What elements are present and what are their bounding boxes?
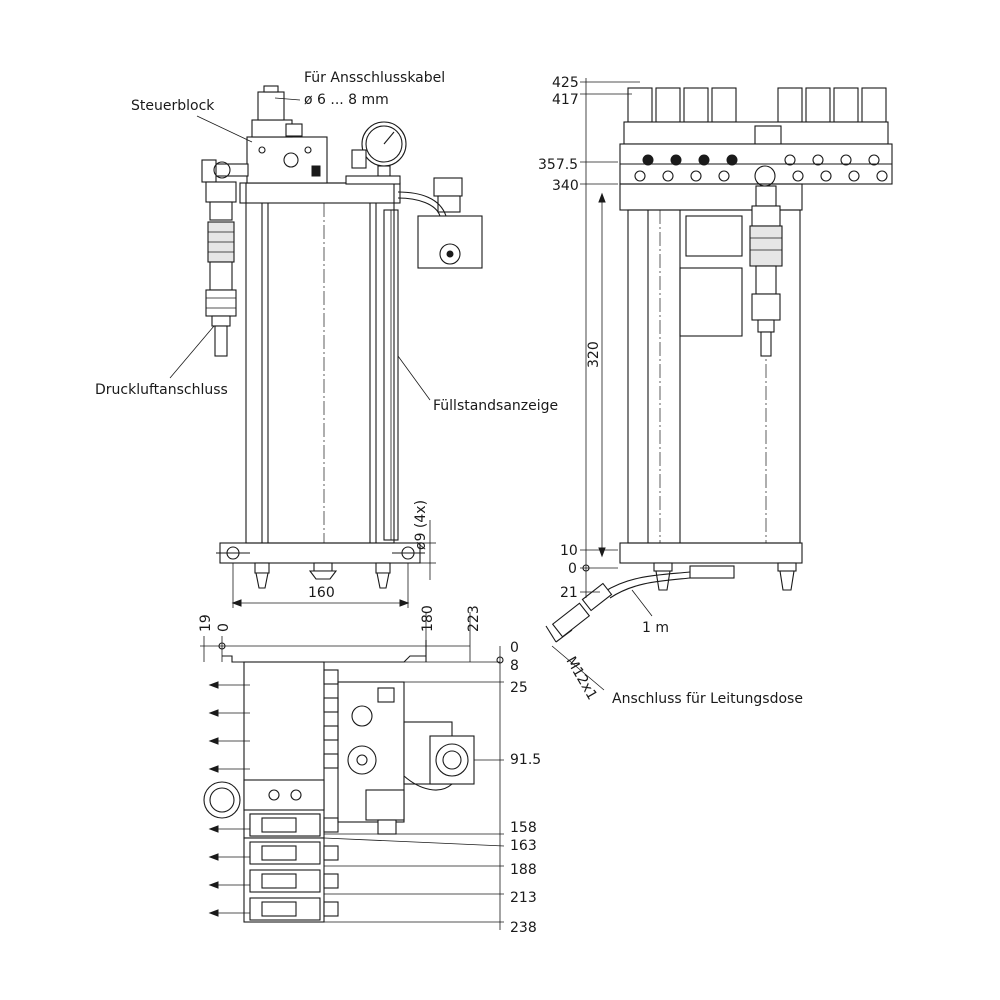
dim-417: 417 <box>552 92 579 108</box>
dim-160: 160 <box>308 585 335 601</box>
top-filter-regulator <box>365 721 475 835</box>
drain-plug <box>308 562 338 580</box>
label-steuerblock: Steuerblock <box>131 98 215 114</box>
pressure-gauge <box>345 121 407 185</box>
top-y-dims: 0 8 25 91.5 158 163 188 213 238 <box>323 640 541 936</box>
dim-y-0: 0 <box>510 640 519 656</box>
dim-bohrung: ø9 (4x) <box>413 500 429 550</box>
side-foot-right <box>779 570 795 591</box>
valve-manifold <box>619 143 893 187</box>
dim-x-19: 19 <box>198 614 214 632</box>
dim-21: 21 <box>560 585 578 601</box>
dim-x-180: 180 <box>420 605 436 632</box>
dim-y-25: 25 <box>510 680 528 696</box>
label-fuellstandsanzeige: Füllstandsanzeige <box>433 398 558 414</box>
side-height-dims: 425 417 357.5 340 320 10 0 21 <box>538 75 640 601</box>
front-foot-right <box>375 562 391 589</box>
label-kabeldurchmesser: ø 6 ... 8 mm <box>304 92 389 108</box>
dim-357-5: 357.5 <box>538 157 578 173</box>
hole-callout: ø9 (4x) <box>413 500 436 580</box>
outlet-arrows <box>208 681 250 917</box>
dim-y-91-5: 91.5 <box>510 752 541 768</box>
dim-x-0: 0 <box>216 623 232 632</box>
top-valve-fittings <box>323 669 339 917</box>
dim-y-163: 163 <box>510 838 537 854</box>
dim-340: 340 <box>552 178 579 194</box>
front-view: Steuerblock Für Ansschlusskabel ø 6 ... … <box>95 70 558 608</box>
dim-320: 320 <box>586 341 602 368</box>
label-kabel-laenge: 1 m <box>642 620 669 636</box>
dim-0: 0 <box>568 561 577 577</box>
dim-y-238: 238 <box>510 920 537 936</box>
side-air-fitting <box>749 185 783 357</box>
dim-x-223: 223 <box>466 605 482 632</box>
dim-10: 10 <box>560 543 578 559</box>
side-view: 425 417 357.5 340 320 10 0 21 1 m M12x1 … <box>538 75 893 707</box>
label-druckluftanschluss: Druckluftanschluss <box>95 382 228 398</box>
label-gewinde: M12x1 <box>563 654 600 703</box>
level-gauge-tube <box>383 209 399 541</box>
dim-y-213: 213 <box>510 890 537 906</box>
valve-row-top <box>623 87 889 145</box>
air-inlet-fitting <box>201 159 249 357</box>
label-anschluss-leitungsdose: Anschluss für Leitungsdose <box>612 691 803 707</box>
top-view: 19 0 180 223 0 8 25 91.5 158 163 188 213… <box>198 605 541 936</box>
filter-regulator <box>397 177 483 269</box>
top-air-connection <box>203 779 325 819</box>
control-block <box>246 85 328 184</box>
front-foot-left <box>254 562 270 589</box>
dim-y-188: 188 <box>510 862 537 878</box>
cable-connector <box>545 571 691 643</box>
label-anschlusskabel: Für Ansschlusskabel <box>304 70 445 86</box>
top-x-dims: 19 0 180 223 <box>198 605 482 662</box>
dim-425: 425 <box>552 75 579 91</box>
dim-y-8: 8 <box>510 658 519 674</box>
dim-y-158: 158 <box>510 820 537 836</box>
dimension-width: 160 <box>231 563 410 608</box>
